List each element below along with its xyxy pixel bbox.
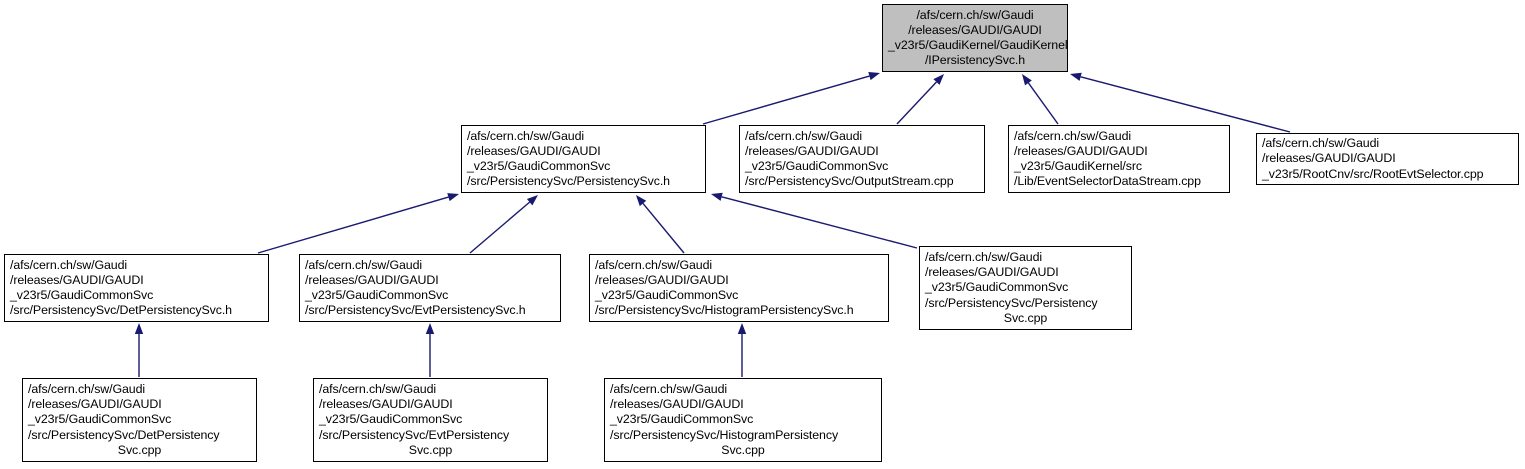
node-label-line: _v23r5/GaudiKernel/GaudiKernel bbox=[888, 38, 1068, 52]
edge-arrowhead-icon bbox=[134, 323, 144, 334]
graph-node-detpersistencysvc-cpp[interactable]: /afs/cern.ch/sw/Gaudi/releases/GAUDI/GAU… bbox=[22, 378, 257, 462]
node-label-line: /releases/GAUDI/GAUDI bbox=[745, 143, 879, 158]
graph-node-eventselectordatastream-cpp[interactable]: /afs/cern.ch/sw/Gaudi/releases/GAUDI/GAU… bbox=[1008, 125, 1230, 193]
edge-arrowhead-icon bbox=[1070, 72, 1082, 81]
node-label-line: /releases/GAUDI/GAUDI bbox=[925, 265, 1059, 280]
node-label-line: /afs/cern.ch/sw/Gaudi bbox=[28, 381, 146, 396]
edge-line bbox=[469, 201, 531, 254]
node-label-line: /releases/GAUDI/GAUDI bbox=[305, 272, 439, 287]
node-label-line: /src/PersistencySvc/EvtPersistency bbox=[319, 427, 510, 442]
edge-line bbox=[257, 196, 449, 254]
node-label-line: /afs/cern.ch/sw/Gaudi bbox=[319, 381, 437, 396]
edge-arrowhead-icon bbox=[868, 72, 880, 81]
node-label-line: /afs/cern.ch/sw/Gaudi bbox=[595, 257, 713, 272]
node-label-line: _v23r5/GaudiCommonSvc bbox=[610, 412, 754, 427]
graph-node-persistencysvc-cpp[interactable]: /afs/cern.ch/sw/Gaudi/releases/GAUDI/GAU… bbox=[919, 246, 1132, 330]
edge-arrowhead-icon bbox=[737, 323, 747, 334]
node-label-line: /src/PersistencySvc/DetPersistencySvc.h bbox=[10, 303, 232, 318]
node-label-line: /IPersistencySvc.h bbox=[924, 53, 1026, 68]
node-label-line: _v23r5/GaudiCommonSvc bbox=[305, 288, 449, 302]
node-label-line: /Lib/EventSelectorDataStream.cpp bbox=[1014, 174, 1201, 189]
node-label-line: _v23r5/GaudiKernel/src bbox=[1014, 159, 1142, 173]
edge-arrowhead-icon bbox=[425, 323, 435, 334]
graph-node-outputstream-cpp[interactable]: /afs/cern.ch/sw/Gaudi/releases/GAUDI/GAU… bbox=[739, 125, 985, 193]
graph-edge-evtpersistencysvc-cpp-to-evtpersistencysvc-h bbox=[425, 323, 435, 377]
node-label-line: /afs/cern.ch/sw/Gaudi bbox=[916, 7, 1034, 22]
graph-edge-detpersistencysvc-cpp-to-detpersistencysvc-h bbox=[134, 323, 144, 377]
graph-node-rootevtselector-cpp[interactable]: /afs/cern.ch/sw/Gaudi/releases/GAUDI/GAU… bbox=[1256, 133, 1519, 185]
node-label-line: /src/PersistencySvc/Persistency bbox=[925, 295, 1098, 310]
graph-edge-rootevtselector-cpp-to-ipersistencysvc-h bbox=[1070, 72, 1291, 133]
edge-arrowhead-icon bbox=[933, 74, 944, 85]
edge-arrowhead-icon bbox=[1022, 74, 1032, 86]
graph-edge-persistencysvc-cpp-to-persistencysvc-h bbox=[711, 192, 918, 249]
node-label-line: /releases/GAUDI/GAUDI bbox=[319, 397, 453, 412]
graph-edge-histogrampersistencysvc-h-to-persistencysvc-h bbox=[636, 195, 685, 254]
graph-node-persistencysvc-h[interactable]: /afs/cern.ch/sw/Gaudi/releases/GAUDI/GAU… bbox=[461, 125, 706, 193]
edge-line bbox=[1027, 82, 1059, 125]
node-label-line: Svc.cpp bbox=[1003, 310, 1048, 325]
node-label-line: _v23r5/GaudiCommonSvc bbox=[10, 288, 154, 302]
node-label-line: /releases/GAUDI/GAUDI bbox=[595, 272, 729, 287]
edge-arrowhead-icon bbox=[636, 195, 647, 207]
node-label-line: /src/PersistencySvc/HistogramPersistency bbox=[610, 427, 839, 442]
node-label-line: /afs/cern.ch/sw/Gaudi bbox=[610, 381, 728, 396]
edge-arrowhead-icon bbox=[526, 195, 538, 206]
graph-edge-eventselectordatastream-cpp-to-ipersistencysvc-h bbox=[1022, 74, 1059, 125]
edge-line bbox=[1080, 76, 1291, 133]
node-label-line: _v23r5/GaudiCommonSvc bbox=[319, 412, 463, 427]
node-label-line: Svc.cpp bbox=[117, 442, 162, 457]
node-label-line: /src/PersistencySvc/PersistencySvc.h bbox=[467, 174, 670, 189]
graph-edge-evtpersistencysvc-h-to-persistencysvc-h bbox=[469, 195, 538, 254]
node-label-line: _v23r5/GaudiCommonSvc bbox=[925, 280, 1069, 295]
node-label-line: /afs/cern.ch/sw/Gaudi bbox=[1262, 136, 1380, 151]
graph-edge-outputstream-cpp-to-ipersistencysvc-h bbox=[896, 74, 944, 125]
node-label-line: _v23r5/GaudiCommonSvc bbox=[745, 159, 889, 173]
graph-node-evtpersistencysvc-cpp[interactable]: /afs/cern.ch/sw/Gaudi/releases/GAUDI/GAU… bbox=[313, 378, 548, 462]
node-label-line: /afs/cern.ch/sw/Gaudi bbox=[1014, 128, 1132, 143]
graph-node-ipersistencysvc-h[interactable]: /afs/cern.ch/sw/Gaudi/releases/GAUDI/GAU… bbox=[882, 4, 1068, 72]
node-label-line: _v23r5/GaudiCommonSvc bbox=[467, 159, 611, 173]
node-label-line: /src/PersistencySvc/DetPersistency bbox=[28, 427, 220, 442]
edge-line bbox=[896, 81, 937, 125]
node-label-line: /releases/GAUDI/GAUDI bbox=[1014, 143, 1148, 158]
graph-node-histogrampersistencysvc-cpp[interactable]: /afs/cern.ch/sw/Gaudi/releases/GAUDI/GAU… bbox=[604, 378, 882, 462]
node-label-line: /src/PersistencySvc/HistogramPersistency… bbox=[595, 303, 854, 318]
node-label-line: /releases/GAUDI/GAUDI bbox=[467, 143, 601, 158]
node-label-line: _v23r5/GaudiCommonSvc bbox=[595, 288, 739, 302]
node-label-line: _v23r5/RootCnv/src/RootEvtSelector.cpp bbox=[1262, 166, 1484, 181]
node-label-line: /src/PersistencySvc/EvtPersistencySvc.h bbox=[305, 303, 526, 318]
edge-arrowhead-icon bbox=[447, 193, 459, 202]
graph-edge-histogrampersistencysvc-cpp-to-histogrampersistencysvc-h bbox=[737, 323, 747, 377]
node-label-line: _v23r5/GaudiCommonSvc bbox=[28, 412, 172, 427]
graph-edge-persistencysvc-h-to-ipersistencysvc-h bbox=[702, 72, 880, 125]
node-label-line: /releases/GAUDI/GAUDI bbox=[908, 22, 1042, 37]
node-label-line: /afs/cern.ch/sw/Gaudi bbox=[925, 249, 1043, 264]
node-label-line: /afs/cern.ch/sw/Gaudi bbox=[305, 257, 423, 272]
edge-line bbox=[642, 203, 685, 254]
edge-arrowhead-icon bbox=[711, 192, 723, 201]
node-label-line: Svc.cpp bbox=[721, 442, 765, 457]
node-label-line: /releases/GAUDI/GAUDI bbox=[10, 272, 144, 287]
graph-node-evtpersistencysvc-h[interactable]: /afs/cern.ch/sw/Gaudi/releases/GAUDI/GAU… bbox=[299, 254, 561, 322]
node-label-line: Svc.cpp bbox=[408, 442, 453, 457]
graph-node-detpersistencysvc-h[interactable]: /afs/cern.ch/sw/Gaudi/releases/GAUDI/GAU… bbox=[4, 254, 269, 322]
node-label-line: /afs/cern.ch/sw/Gaudi bbox=[10, 257, 128, 272]
edge-line bbox=[721, 196, 918, 249]
graph-edge-detpersistencysvc-h-to-persistencysvc-h bbox=[257, 193, 459, 254]
node-label-line: /releases/GAUDI/GAUDI bbox=[1262, 151, 1396, 166]
node-label-line: /releases/GAUDI/GAUDI bbox=[28, 397, 162, 412]
edge-line bbox=[702, 75, 870, 125]
node-label-line: /afs/cern.ch/sw/Gaudi bbox=[745, 128, 863, 143]
graph-node-histogrampersistencysvc-h[interactable]: /afs/cern.ch/sw/Gaudi/releases/GAUDI/GAU… bbox=[589, 254, 889, 322]
node-label-line: /releases/GAUDI/GAUDI bbox=[610, 397, 744, 412]
node-label-line: /afs/cern.ch/sw/Gaudi bbox=[467, 128, 585, 143]
node-label-line: /src/PersistencySvc/OutputStream.cpp bbox=[745, 174, 954, 189]
